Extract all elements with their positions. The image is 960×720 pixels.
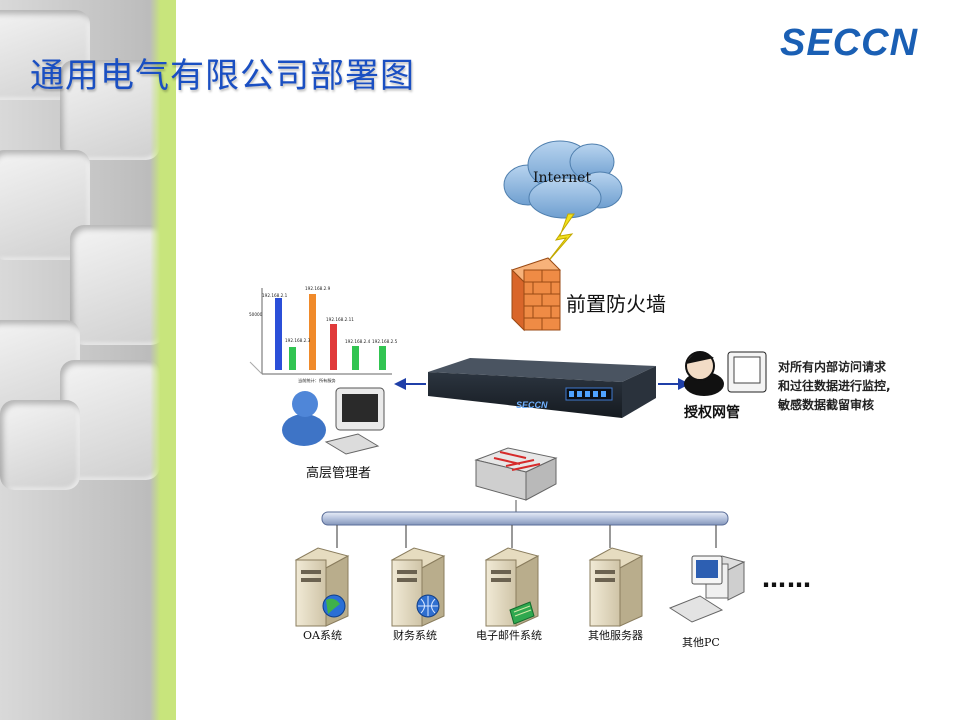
mini-chart-bar	[330, 324, 337, 370]
mini-chart-bar-label: 192.168.2.5	[372, 339, 398, 344]
manager-label: 高层管理者	[306, 466, 372, 481]
traffic-mini-chart	[249, 288, 392, 375]
internet-label: Internet	[533, 170, 591, 186]
page-title: 通用电气有限公司部署图	[30, 56, 415, 96]
manager-user-icon	[282, 391, 326, 446]
mini-chart-bar-label: 192.168.2.1	[262, 293, 288, 298]
admin-label: 授权网管	[684, 405, 740, 421]
globe-land	[326, 598, 340, 614]
mini-chart-bar	[379, 346, 386, 370]
pc-label-other: 其他PC	[682, 636, 720, 649]
bus-drop-lines	[336, 525, 717, 548]
server-icon	[588, 547, 644, 627]
arrow-left-head	[394, 378, 406, 390]
monitor-icon	[727, 351, 767, 393]
server-label-email: 电子邮件系统	[476, 629, 542, 642]
keyboard-key-decoration	[70, 225, 165, 345]
admin-description: 对所有内部访问请求 和过往数据进行监控, 敏感数据截留审核	[778, 358, 891, 415]
network-bus	[321, 511, 729, 526]
desktop-pc-icon	[668, 555, 746, 623]
mini-chart-bar	[275, 298, 282, 370]
mini-chart-bar-label: 192.168.2.11	[326, 317, 354, 322]
admin-description-line: 敏感数据截留审核	[778, 398, 875, 412]
security-appliance-icon	[428, 358, 656, 418]
mini-chart-bar	[352, 346, 359, 370]
keyboard-key-decoration	[0, 400, 80, 490]
server-label-finance: 财务系统	[393, 629, 437, 642]
server-icon	[390, 547, 446, 627]
appliance-brand-label: SECCN	[516, 400, 548, 410]
network-switch-icon	[474, 447, 558, 501]
more-devices-ellipsis: ……	[762, 565, 812, 593]
mini-chart-xlabel: 当前统计：所有服务	[298, 377, 337, 384]
admin-user-icon	[684, 351, 724, 396]
lightning-icon	[545, 213, 575, 265]
mini-chart-bar	[309, 294, 316, 370]
mini-chart-bar-label: 192.168.2.4	[345, 339, 371, 344]
mini-chart-y-tick: 50000	[249, 312, 263, 317]
brand-logo: SECCN	[780, 22, 919, 64]
accent-green-stripe	[150, 0, 176, 720]
keyboard-key-decoration	[60, 60, 160, 160]
mini-chart-bar-label: 192.168.2.3	[285, 338, 311, 343]
admin-description-line: 和过往数据进行监控,	[778, 379, 891, 393]
server-label-other: 其他服务器	[588, 629, 643, 642]
server-label-oa: OA系统	[303, 629, 342, 642]
internet-cloud-icon	[503, 140, 623, 219]
mini-chart-bar	[289, 347, 296, 370]
firewall-label: 前置防火墙	[566, 292, 666, 316]
admin-description-line: 对所有内部访问请求	[778, 360, 887, 374]
firewall-icon	[511, 257, 561, 332]
monitor-icon	[324, 387, 385, 455]
mini-chart-bar-label: 192.168.2.9	[305, 286, 331, 291]
sidebar-keyboard-background	[0, 0, 165, 720]
email-card-icon	[509, 601, 535, 625]
